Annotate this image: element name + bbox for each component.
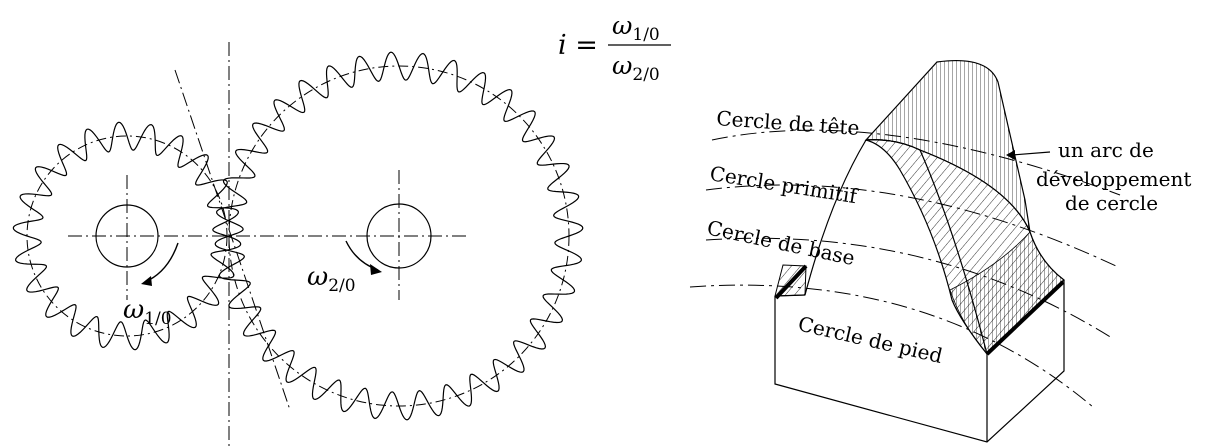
label-cercle-primitif: Cercle primitif: [708, 161, 860, 208]
large-gear-profile: [214, 51, 584, 421]
root-circle-line: [689, 284, 1094, 408]
omega-1-label: ω1/0: [123, 295, 172, 329]
label-cercle-de-base: Cercle de base: [705, 215, 857, 270]
formula-denominator: ω2/0: [612, 51, 660, 85]
formula-lhs: i =: [558, 30, 598, 61]
annotation-leader: [1011, 151, 1051, 156]
tooth-detail: [689, 59, 1121, 443]
formula-numerator: ω1/0: [612, 11, 660, 45]
line-of-action: [174, 69, 291, 411]
transmission-ratio-formula: i = ω1/0 ω2/0: [558, 11, 671, 85]
annotation-text: un arc de développement de cercle: [1036, 138, 1198, 215]
large-gear-bore: [366, 203, 432, 269]
small-gear-bore: [95, 204, 159, 268]
small-gear-rotation-arrow: [144, 242, 179, 283]
gear-pair: [12, 42, 584, 447]
label-cercle-de-tete: Cercle de tête: [716, 106, 861, 140]
pitch-circle-line: [705, 184, 1117, 267]
base-line-right: [985, 280, 1065, 356]
omega-2-label: ω2/0: [307, 262, 356, 296]
annotation-arrowhead: [1006, 150, 1015, 160]
head-circle-line: [711, 129, 1121, 196]
base-line-left: [774, 264, 808, 300]
small-gear-arrowhead: [141, 276, 152, 286]
base-circle-line: [705, 237, 1113, 339]
label-cercle-de-pied: Cercle de pied: [796, 311, 945, 368]
tooth-front-profile: [804, 139, 988, 355]
large-gear-arrowhead: [370, 264, 382, 275]
small-gear-profile: [12, 121, 242, 351]
